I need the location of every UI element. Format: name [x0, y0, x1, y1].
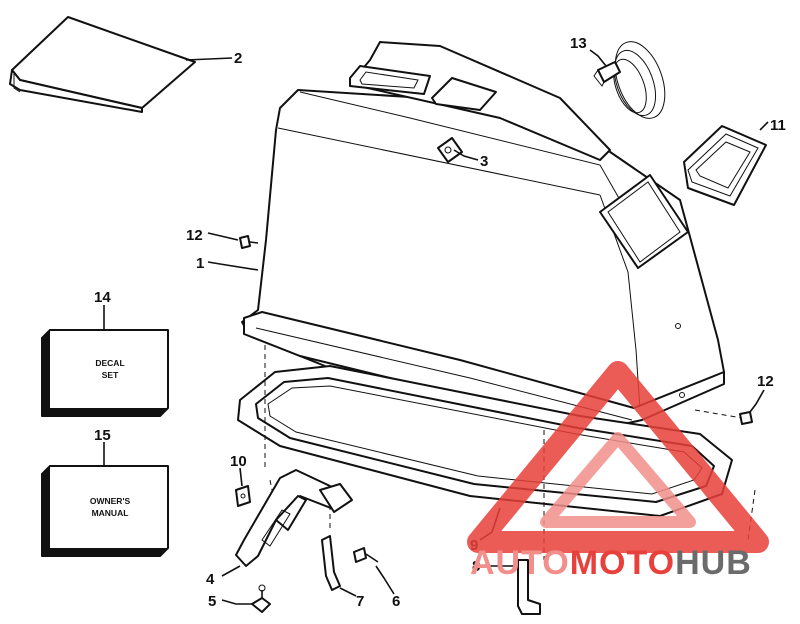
watermark-logo: [467, 361, 769, 553]
callout-5: 5: [208, 593, 216, 610]
part-7-strap: [321, 535, 341, 591]
watermark-triangle-outer: [467, 361, 769, 553]
part-12-bolt-left: [239, 235, 259, 249]
callout-14: 14: [94, 289, 111, 306]
callout-12-left: 12: [186, 227, 203, 244]
owners-manual-line1: OWNER'S: [90, 496, 131, 506]
callout-7: 7: [356, 593, 364, 610]
part-12-bolt-right: [739, 411, 753, 425]
part-10-nut: [235, 485, 251, 507]
part-2-cover-lid: [9, 16, 196, 113]
callout-1: 1: [196, 255, 204, 272]
callout-3: 3: [480, 153, 488, 170]
part-6-bolt: [353, 547, 379, 563]
watermark-auto: AUTO: [470, 544, 570, 582]
watermark-triangle-inner: [540, 432, 696, 528]
callout-10: 10: [230, 453, 247, 470]
part-8-strap: [517, 559, 541, 615]
owners-manual-line2: MANUAL: [92, 508, 129, 518]
part-4-bracket: [235, 469, 353, 567]
watermark-text: AUTOMOTOHUB: [470, 544, 752, 582]
decal-set-line1: DECAL: [95, 358, 124, 368]
callout-8: 8: [472, 558, 480, 575]
part-3-clip: [437, 137, 463, 163]
callout-12-right: 12: [757, 373, 774, 390]
callout-13: 13: [570, 35, 587, 52]
watermark-moto: MOTO: [570, 544, 675, 582]
watermark-hub: HUB: [675, 544, 752, 582]
owners-manual-box: OWNER'S MANUAL: [41, 465, 169, 557]
svg-text:AUTOMOTOHUB: AUTOMOTOHUB: [470, 544, 752, 582]
callout-6: 6: [392, 593, 400, 610]
part-5-mount: [251, 584, 271, 613]
callout-15: 15: [94, 427, 111, 444]
callout-2: 2: [234, 50, 242, 67]
decal-set-box: DECAL SET: [41, 329, 169, 417]
callout-4: 4: [206, 571, 215, 588]
callout-11: 11: [770, 117, 786, 134]
part-13-cable-assembly: [593, 41, 666, 119]
decal-set-line2: SET: [102, 370, 119, 380]
part-11-cushion-pad: [683, 125, 767, 206]
